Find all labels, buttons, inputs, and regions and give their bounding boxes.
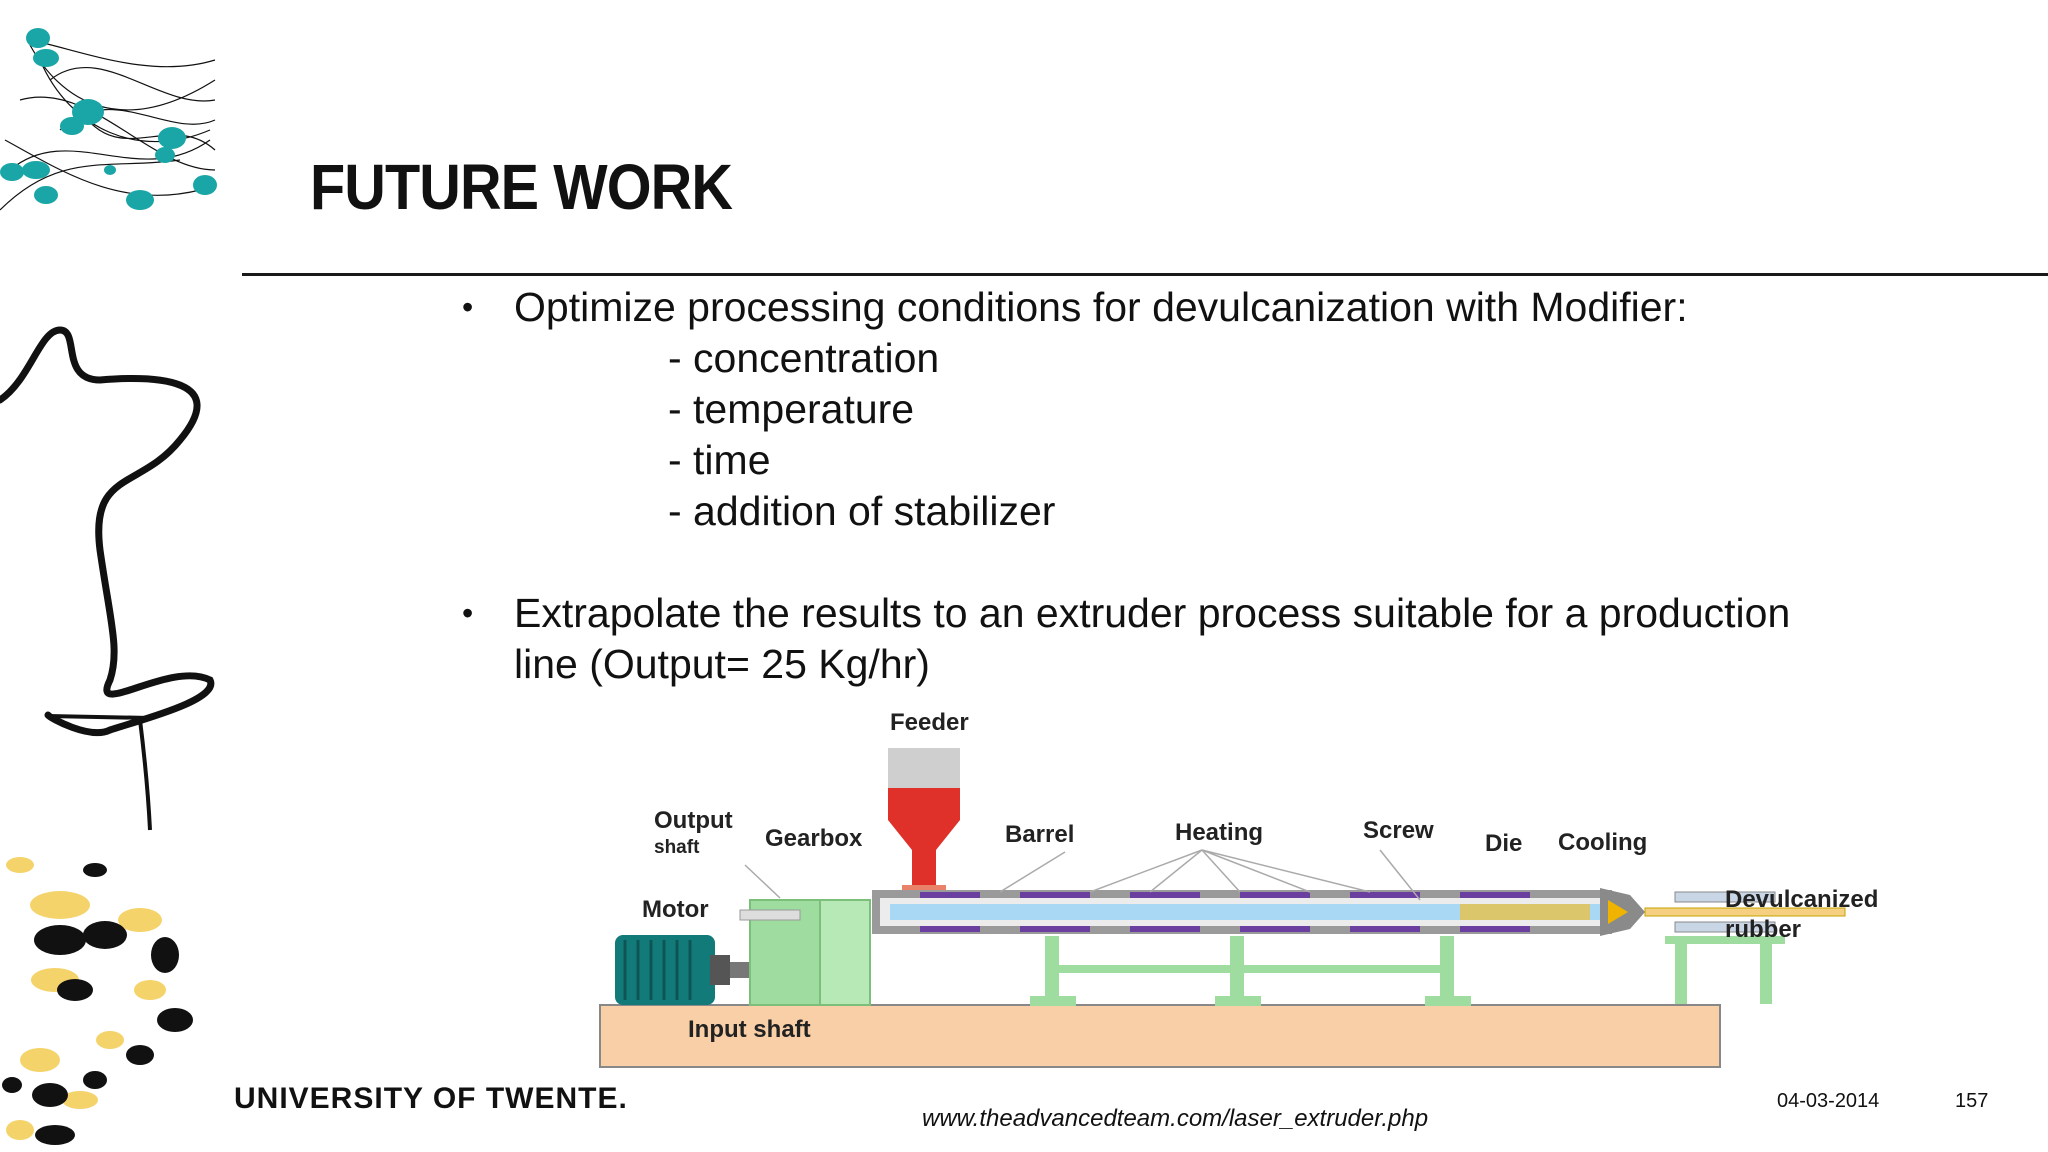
university-logo-text: UNIVERSITY OF TWENTE. [234,1082,628,1115]
bullet-dot: • [462,289,474,325]
label-rubber: rubber [1725,916,1801,943]
extruder-diagram: Feeder Output shaft Gearbox Barrel Heati… [599,709,1878,1068]
label-motor: Motor [642,896,709,923]
base-platform [599,1004,1721,1068]
label-input-shaft: Input shaft [688,1016,811,1043]
slide-title: FUTURE WORK [310,151,733,223]
label-die: Die [1485,830,1522,857]
label-barrel: Barrel [1005,821,1074,848]
motor [615,935,750,1005]
ink-line-decoration [0,326,215,831]
slide-date: 04-03-2014 [1777,1090,1880,1112]
barrel-stands [1030,936,1471,1006]
page-number: 157 [1955,1090,1989,1112]
source-url: www.theadvancedteam.com/laser_extruder.p… [922,1105,1429,1132]
bullet-text-line2: line (Output= 25 Kg/hr) [514,641,930,687]
label-screw: Screw [1363,817,1434,844]
feeder-hopper [888,748,960,900]
bullet-optimize: • Optimize processing conditions for dev… [462,282,1962,333]
label-cooling: Cooling [1558,829,1647,856]
yellow-black-spots-decoration [2,857,193,1145]
barrel [872,888,1846,936]
bullet-text: Optimize processing conditions for devul… [514,284,1688,330]
title-divider [242,273,2048,276]
bullet-list: • Optimize processing conditions for dev… [462,282,1962,690]
label-devulcanized: Devulcanized [1725,886,1878,913]
subitem-time: - time [668,437,771,483]
gearbox [739,899,871,1006]
label-feeder: Feeder [890,709,969,736]
subitem-stabilizer: - addition of stabilizer [668,488,1056,534]
cooling-unit [1665,891,1785,1004]
label-shaft: shaft [654,837,700,858]
bullet-dot: • [462,595,474,631]
bullet-extrapolate: • Extrapolate the results to an extruder… [462,588,1962,690]
label-output: Output [654,807,733,834]
subitem-concentration: - concentration [668,335,940,381]
subitem-temperature: - temperature [668,386,915,432]
bullet-text-line1: Extrapolate the results to an extruder p… [514,590,1791,636]
label-gearbox: Gearbox [765,825,863,852]
teal-network-decoration [0,28,217,211]
label-heating: Heating [1175,819,1263,846]
